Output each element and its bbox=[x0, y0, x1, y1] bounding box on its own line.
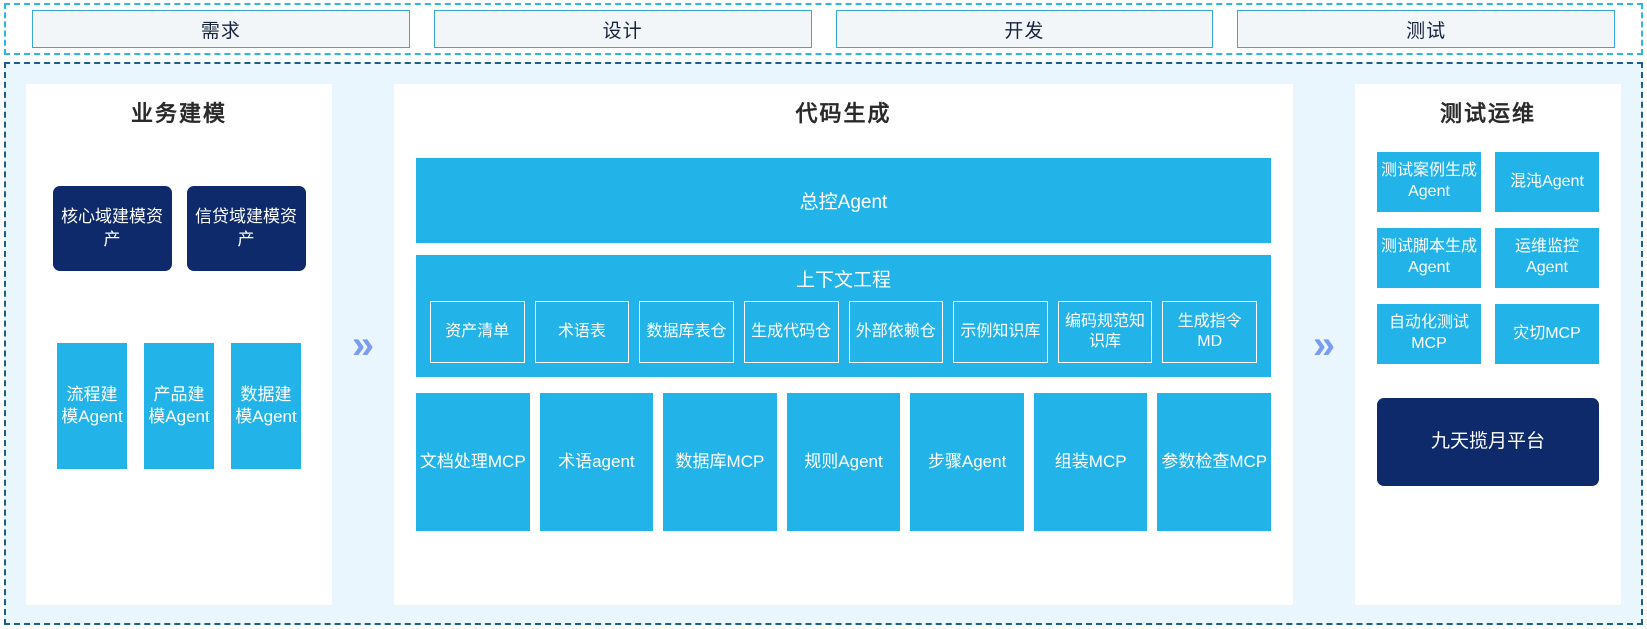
stage-box-design[interactable]: 设计 bbox=[433, 10, 812, 48]
context-item-coding-standard-knowledge-base[interactable]: 编码规范知识库 bbox=[1057, 301, 1153, 363]
agent-product-modeling[interactable]: 产品建模Agent bbox=[144, 343, 214, 469]
panel-title-code-generation: 代码生成 bbox=[795, 101, 892, 126]
business-agents-group: 流程建模Agent 产品建模Agent 数据建模Agent bbox=[57, 343, 301, 469]
chevron-right-icon-2: » bbox=[1312, 322, 1336, 367]
test-case-generation-agent[interactable]: 测试案例生成Agent bbox=[1377, 152, 1481, 212]
asset-core-domain[interactable]: 核心域建模资产 bbox=[52, 186, 172, 271]
agent-data-modeling[interactable]: 数据建模Agent bbox=[231, 343, 301, 469]
tools-row: 文档处理MCP 术语agent 数据库MCP 规则Agent 步骤Agent 组… bbox=[416, 393, 1272, 531]
business-assets-group: 核心域建模资产 信贷域建模资产 bbox=[52, 186, 306, 271]
context-item-glossary[interactable]: 术语表 bbox=[534, 301, 630, 363]
tool-rule-agent[interactable]: 规则Agent bbox=[786, 393, 901, 531]
tool-step-agent[interactable]: 步骤Agent bbox=[910, 393, 1024, 531]
chevron-right-icon-1: » bbox=[351, 322, 375, 367]
context-engineering-title: 上下文工程 bbox=[795, 270, 891, 291]
context-engineering-block: 上下文工程 资产清单 术语表 数据库表仓 生成代码仓 外部依赖仓 示例知识库 编… bbox=[416, 255, 1271, 377]
tool-parameter-check-mcp[interactable]: 参数检查MCP bbox=[1157, 393, 1272, 531]
context-item-generated-code-repo[interactable]: 生成代码仓 bbox=[743, 301, 839, 363]
context-item-asset-list[interactable]: 资产清单 bbox=[430, 301, 525, 363]
context-item-example-knowledge-base[interactable]: 示例知识库 bbox=[953, 301, 1048, 363]
panel-test-operations: 测试运维 测试案例生成Agent 混沌Agent 测试脚本生成Agent 运维监… bbox=[1355, 84, 1621, 605]
chaos-agent[interactable]: 混沌Agent bbox=[1495, 152, 1599, 212]
context-item-external-dependency-repo[interactable]: 外部依赖仓 bbox=[848, 301, 944, 363]
panel-title-test-operations: 测试运维 bbox=[1439, 101, 1536, 126]
ops-monitoring-agent[interactable]: 运维监控Agent bbox=[1495, 228, 1599, 288]
tool-database-mcp[interactable]: 数据库MCP bbox=[663, 393, 777, 531]
panel-title-business-modeling: 业务建模 bbox=[130, 101, 227, 126]
stage-box-development[interactable]: 开发 bbox=[835, 10, 1214, 48]
automated-test-mcp[interactable]: 自动化测试MCP bbox=[1377, 304, 1481, 364]
stage-band: 需求 设计 开发 测试 bbox=[4, 3, 1643, 55]
stage-box-testing[interactable]: 测试 bbox=[1237, 10, 1615, 48]
code-generation-body: 总控Agent 上下文工程 资产清单 术语表 数据库表仓 生成代码仓 外部依赖仓… bbox=[394, 132, 1293, 531]
jiutian-lanyue-platform[interactable]: 九天揽月平台 bbox=[1377, 398, 1599, 486]
asset-credit-domain[interactable]: 信贷域建模资产 bbox=[186, 186, 306, 271]
control-agent-bar[interactable]: 总控Agent bbox=[416, 158, 1271, 243]
tool-document-processing-mcp[interactable]: 文档处理MCP bbox=[416, 393, 530, 531]
test-ops-grid: 测试案例生成Agent 混沌Agent 测试脚本生成Agent 运维监控Agen… bbox=[1377, 152, 1599, 364]
context-items-row: 资产清单 术语表 数据库表仓 生成代码仓 外部依赖仓 示例知识库 编码规范知识库… bbox=[430, 301, 1257, 363]
main-diagram-frame: 业务建模 核心域建模资产 信贷域建模资产 流程建模Agent 产品建模Agent… bbox=[4, 62, 1643, 625]
disaster-recovery-mcp[interactable]: 灾切MCP bbox=[1495, 304, 1599, 364]
panel-business-modeling: 业务建模 核心域建模资产 信贷域建模资产 流程建模Agent 产品建模Agent… bbox=[26, 84, 332, 605]
tool-glossary-agent[interactable]: 术语agent bbox=[539, 393, 654, 531]
panel-code-generation: 代码生成 总控Agent 上下文工程 资产清单 术语表 数据库表仓 生成代码仓 … bbox=[394, 84, 1293, 605]
context-item-generation-instruction-md[interactable]: 生成指令MD bbox=[1162, 301, 1257, 363]
tool-assembly-mcp[interactable]: 组装MCP bbox=[1033, 393, 1148, 531]
test-script-generation-agent[interactable]: 测试脚本生成Agent bbox=[1377, 228, 1481, 288]
context-item-db-table-repo[interactable]: 数据库表仓 bbox=[639, 301, 734, 363]
agent-process-modeling[interactable]: 流程建模Agent bbox=[57, 343, 127, 469]
stage-box-requirements[interactable]: 需求 bbox=[32, 10, 410, 48]
